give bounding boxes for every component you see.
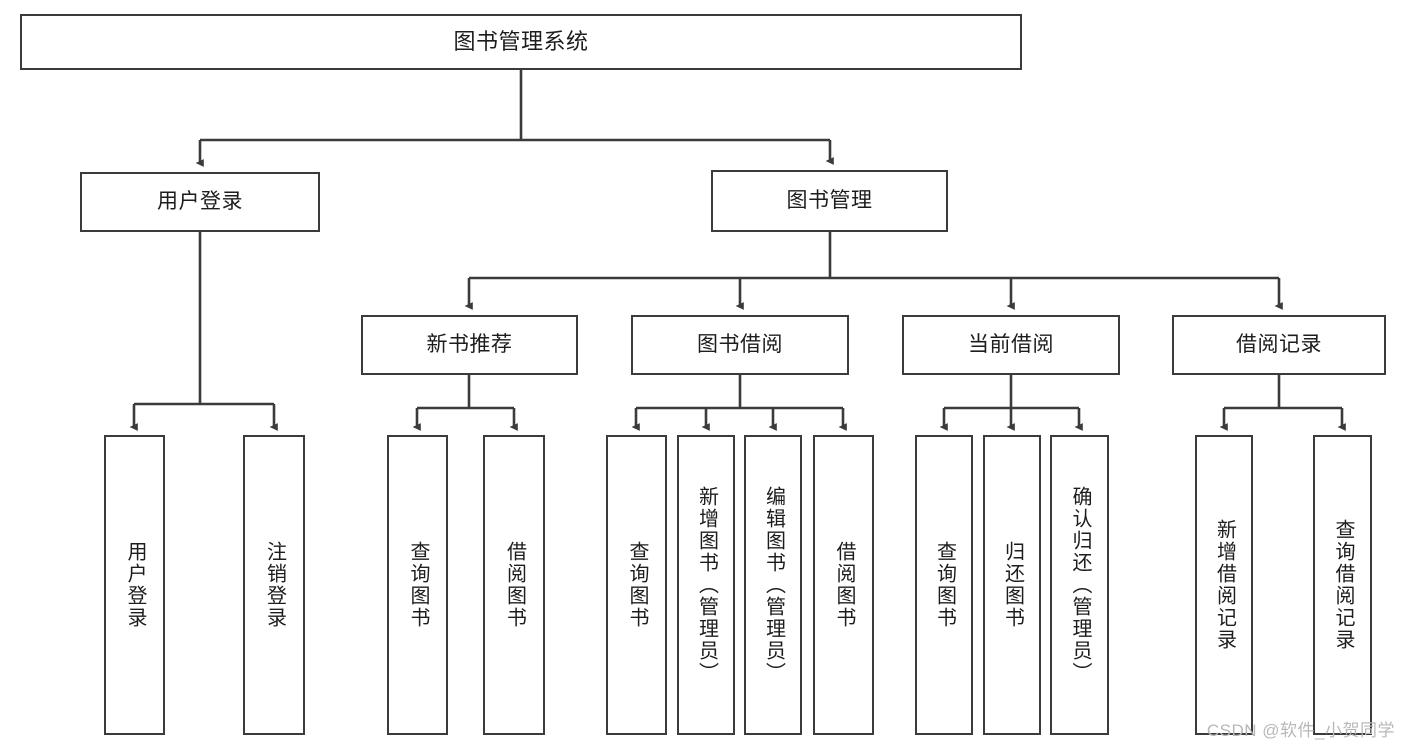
node-leaf-add-book[interactable]: 新增图书（管理员） [677, 435, 735, 735]
node-leaf-add-record[interactable]: 新增借阅记录 [1195, 435, 1253, 735]
node-leaf-borrow-book-1[interactable]: 借阅图书 [483, 435, 545, 735]
node-book-management[interactable]: 图书管理 [711, 170, 948, 232]
node-leaf-logout[interactable]: 注销登录 [243, 435, 305, 735]
node-user-login-label: 用户登录 [157, 189, 243, 213]
node-leaf-user-login-label: 用户登录 [124, 541, 146, 629]
node-leaf-borrow-book-1-label: 借阅图书 [503, 541, 526, 629]
node-book-borrow[interactable]: 图书借阅 [631, 315, 849, 375]
node-leaf-return-book[interactable]: 归还图书 [983, 435, 1041, 735]
node-leaf-add-book-label: 新增图书（管理员） [695, 486, 718, 684]
node-current-borrow[interactable]: 当前借阅 [902, 315, 1120, 375]
node-leaf-query-book-2-label: 查询图书 [626, 541, 648, 629]
node-root[interactable]: 图书管理系统 [20, 14, 1022, 70]
node-leaf-borrow-book-2-label: 借阅图书 [833, 541, 855, 629]
node-leaf-add-record-label: 新增借阅记录 [1213, 519, 1236, 651]
node-leaf-edit-book-label: 编辑图书（管理员） [762, 486, 785, 684]
node-current-borrow-label: 当前借阅 [968, 332, 1054, 356]
node-leaf-return-book-label: 归还图书 [1001, 541, 1024, 629]
watermark-text: CSDN @软件_小贺同学 [1206, 721, 1395, 740]
node-user-login[interactable]: 用户登录 [80, 172, 320, 232]
node-leaf-confirm-return[interactable]: 确认归还（管理员） [1050, 435, 1109, 735]
node-borrow-record-label: 借阅记录 [1236, 332, 1322, 356]
node-leaf-logout-label: 注销登录 [263, 541, 286, 629]
node-leaf-confirm-return-label: 确认归还（管理员） [1069, 486, 1091, 684]
node-root-label: 图书管理系统 [453, 29, 589, 55]
node-leaf-query-book-3[interactable]: 查询图书 [915, 435, 973, 735]
node-leaf-query-book-2[interactable]: 查询图书 [606, 435, 667, 735]
node-leaf-query-book-3-label: 查询图书 [933, 541, 956, 629]
node-book-management-label: 图书管理 [786, 188, 873, 212]
node-leaf-borrow-book-2[interactable]: 借阅图书 [813, 435, 874, 735]
node-leaf-query-book-1[interactable]: 查询图书 [387, 435, 448, 735]
node-new-book-recommend[interactable]: 新书推荐 [361, 315, 578, 375]
node-new-book-recommend-label: 新书推荐 [426, 332, 513, 356]
node-leaf-user-login[interactable]: 用户登录 [104, 435, 165, 735]
node-book-borrow-label: 图书借阅 [697, 332, 783, 356]
node-leaf-query-record[interactable]: 查询借阅记录 [1313, 435, 1372, 735]
node-leaf-edit-book[interactable]: 编辑图书（管理员） [744, 435, 802, 735]
node-leaf-query-record-label: 查询借阅记录 [1332, 519, 1354, 651]
node-leaf-query-book-1-label: 查询图书 [407, 541, 429, 629]
node-borrow-record[interactable]: 借阅记录 [1172, 315, 1386, 375]
